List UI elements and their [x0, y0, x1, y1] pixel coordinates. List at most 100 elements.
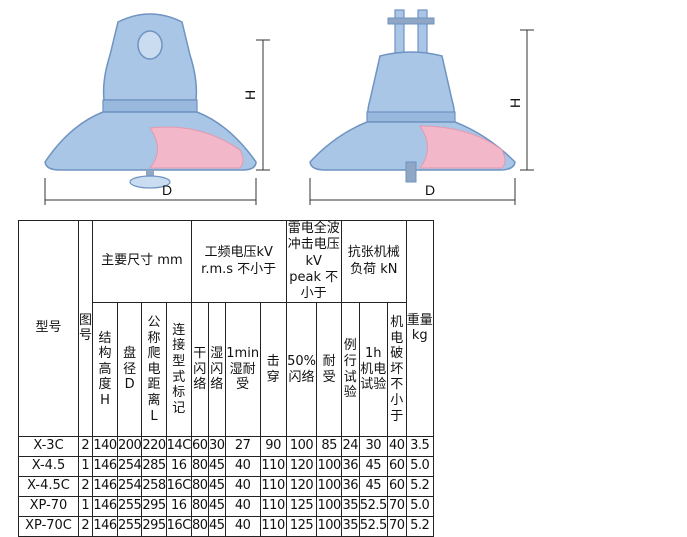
header-puncture: 击穿 — [259, 302, 287, 438]
cell-creepage: 220 — [141, 436, 167, 458]
cell-puncture: 110 — [259, 496, 287, 518]
header-1min-wet-withstand: 1min湿耐受 — [224, 302, 261, 438]
header-50pct-flashover: 50%闪络 — [285, 302, 318, 438]
cell-diameter: 255 — [116, 496, 143, 518]
table-row: X-3C 2 140 200 220 14C 60 30 27 90 100 8… — [18, 436, 434, 458]
cell-withstand: 100 — [316, 516, 342, 537]
cell-test1h: 45 — [358, 456, 388, 478]
insulator-2-pin — [405, 161, 417, 183]
header-main-dimensions: 主要尺寸 mm — [92, 219, 192, 304]
cell-wet: 45 — [207, 476, 226, 498]
cell-wet: 45 — [207, 496, 226, 518]
cell-creepage: 285 — [141, 456, 167, 478]
cell-height: 140 — [92, 436, 118, 458]
header-tensile-load: 抗张机械负荷 kN — [340, 219, 407, 304]
specification-table: 型号 图号 主要尺寸 mm 工频电压kV r.m.s 不小于 雷电全波冲击电压k… — [18, 219, 434, 537]
cell-model: X-4.5C — [18, 476, 79, 498]
insulator-2-cap — [367, 51, 455, 119]
cell-wet1min: 40 — [224, 496, 261, 518]
cell-test1h: 30 — [358, 436, 388, 458]
cell-failure: 70 — [386, 496, 407, 518]
insulator-1-pink-section — [148, 126, 244, 169]
insulator-1-h-label: H — [242, 90, 258, 100]
cell-dry: 80 — [190, 516, 209, 537]
cell-puncture: 110 — [259, 476, 287, 498]
cell-creepage: 258 — [141, 476, 167, 498]
cell-wet1min: 27 — [224, 436, 261, 458]
header-weight: 重量kg — [405, 219, 434, 438]
cell-wet: 45 — [207, 516, 226, 537]
cell-model: XP-70 — [18, 496, 79, 518]
header-power-frequency: 工频电压kV r.m.s 不小于 — [190, 219, 287, 304]
cell-flash50: 120 — [285, 476, 318, 498]
cell-figure: 2 — [78, 516, 93, 537]
cell-flash50: 125 — [285, 496, 318, 518]
cell-failure: 60 — [386, 456, 407, 478]
cell-coupling: 16 — [165, 456, 192, 478]
cell-dry: 80 — [190, 476, 209, 498]
insulator-1-socket — [137, 30, 163, 60]
cell-dry: 80 — [190, 456, 209, 478]
cell-failure: 40 — [386, 436, 407, 458]
cell-figure: 1 — [78, 456, 93, 478]
cell-coupling: 16C — [165, 516, 192, 537]
cell-puncture: 90 — [259, 436, 287, 458]
cell-weight: 5.0 — [405, 456, 434, 478]
cell-puncture: 110 — [259, 516, 287, 537]
header-model: 型号 — [18, 219, 79, 438]
cell-diameter: 200 — [116, 436, 143, 458]
insulator-2-cap-band — [366, 111, 456, 123]
header-figure: 图号 — [78, 219, 93, 438]
insulator-figure-2: H D — [309, 9, 534, 205]
cell-weight: 5.2 — [405, 476, 434, 498]
insulator-drawings-svg: H D H — [44, 9, 534, 205]
cell-creepage: 295 — [141, 516, 167, 537]
cell-routine: 24 — [340, 436, 360, 458]
cell-failure: 70 — [386, 516, 407, 537]
insulator-1-pin — [146, 170, 154, 180]
header-electromechanical-failure: 机电破坏不小于 — [386, 302, 407, 438]
cell-coupling: 16C — [165, 476, 192, 498]
cell-creepage: 295 — [141, 496, 167, 518]
cell-test1h: 45 — [358, 476, 388, 498]
cell-flash50: 125 — [285, 516, 318, 537]
cell-routine: 36 — [340, 476, 360, 498]
cell-figure: 2 — [78, 476, 93, 498]
cell-test1h: 52.5 — [358, 496, 388, 518]
cell-wet1min: 40 — [224, 516, 261, 537]
cell-wet: 30 — [207, 436, 226, 458]
cell-routine: 35 — [340, 496, 360, 518]
header-dry-flashover: 干闪络 — [190, 302, 209, 438]
cell-weight: 5.0 — [405, 496, 434, 518]
table-header-row-1: 型号 图号 主要尺寸 mm 工频电压kV r.m.s 不小于 雷电全波冲击电压k… — [18, 219, 434, 438]
header-structure-height: 结构高度H — [92, 302, 118, 438]
cell-diameter: 254 — [116, 476, 143, 498]
cell-height: 146 — [92, 456, 118, 478]
insulator-drawings: H D H — [0, 0, 687, 215]
header-coupling-type: 连接型式标记 — [165, 302, 192, 438]
header-creepage-distance: 公称爬电距离L — [141, 302, 167, 438]
insulator-2-clevis-pin — [387, 17, 435, 25]
header-wet-flashover: 湿闪络 — [207, 302, 226, 438]
header-1h-electromechanical-test: 1h机电试验 — [358, 302, 388, 438]
cell-withstand: 85 — [316, 436, 342, 458]
table-row: XP-70C 2 146 255 295 16C 80 45 40 110 12… — [18, 516, 434, 537]
cell-height: 146 — [92, 496, 118, 518]
insulator-2-d-label: D — [425, 182, 435, 198]
cell-model: X-3C — [18, 436, 79, 458]
cell-test1h: 52.5 — [358, 516, 388, 537]
table-row: X-4.5C 2 146 254 258 16C 80 45 40 110 12… — [18, 476, 434, 498]
insulator-figure-1: H D — [44, 13, 270, 205]
insulator-1-pin-ball — [129, 175, 171, 189]
header-withstand: 耐受 — [316, 302, 342, 438]
cell-flash50: 100 — [285, 436, 318, 458]
cell-wet: 45 — [207, 456, 226, 478]
header-lightning-impulse: 雷电全波冲击电压kV peak 不小于 — [285, 219, 342, 304]
cell-dry: 80 — [190, 496, 209, 518]
cell-model: X-4.5 — [18, 456, 79, 478]
cell-coupling: 16 — [165, 496, 192, 518]
cell-coupling: 14C — [165, 436, 192, 458]
cell-weight: 5.2 — [405, 516, 434, 537]
cell-withstand: 100 — [316, 456, 342, 478]
cell-puncture: 110 — [259, 456, 287, 478]
